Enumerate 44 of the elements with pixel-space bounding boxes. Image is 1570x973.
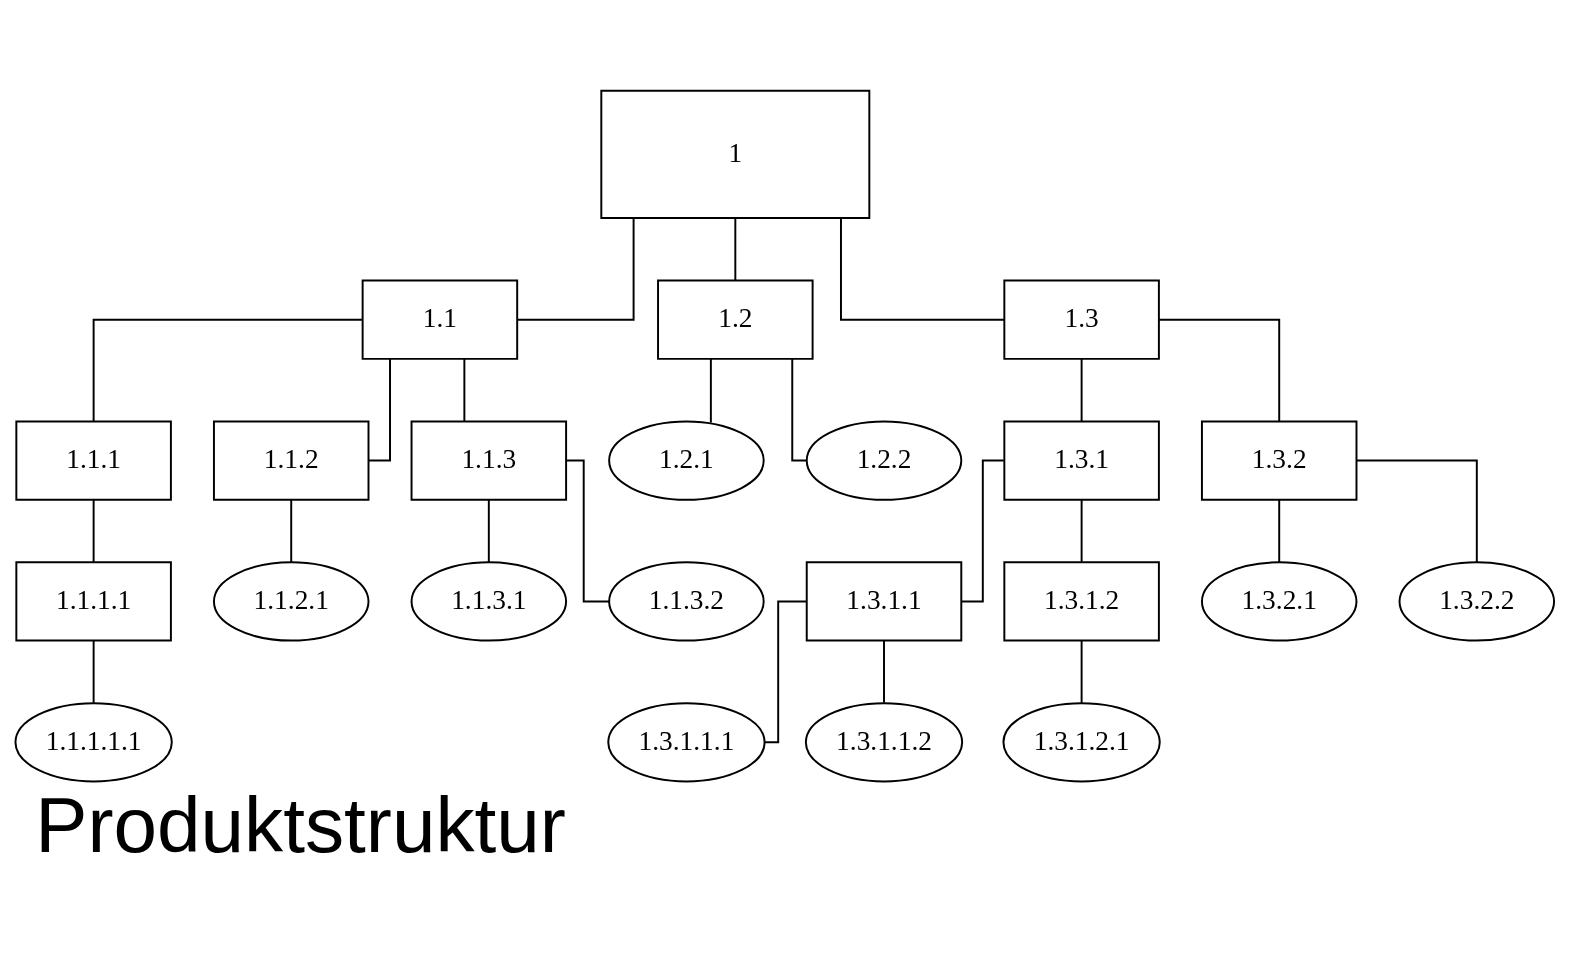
node-box: 1.3.2 xyxy=(1200,419,1358,501)
connector xyxy=(92,318,364,422)
connector xyxy=(516,217,635,321)
connector xyxy=(791,357,808,462)
connector xyxy=(1080,357,1083,422)
connector xyxy=(763,599,808,743)
connector xyxy=(1158,318,1281,422)
connector xyxy=(1278,498,1281,563)
connector xyxy=(734,217,737,281)
connector xyxy=(1355,459,1478,563)
connector xyxy=(92,639,95,704)
node-ellipse: 1.3.1.1.2 xyxy=(804,701,964,782)
node-ellipse: 1.1.1.1.1 xyxy=(14,701,173,782)
node-box: 1.1 xyxy=(361,279,519,360)
node-box: 1.2 xyxy=(657,279,814,360)
connector xyxy=(463,357,466,422)
connector xyxy=(92,498,95,563)
node-box: 1.1.1 xyxy=(15,419,172,501)
node-box: 1.3.1 xyxy=(1003,419,1160,501)
node-box: 1 xyxy=(600,89,871,219)
node-box: 1.1.2 xyxy=(212,419,370,501)
connector xyxy=(1080,639,1083,704)
node-box: 1.1.3 xyxy=(410,419,568,501)
node-box: 1.3.1.1 xyxy=(805,560,963,642)
node-box: 1.3 xyxy=(1003,279,1160,360)
caption: Produktstruktur xyxy=(35,780,566,869)
connector xyxy=(840,217,1006,321)
connector xyxy=(883,639,885,704)
connector xyxy=(290,498,293,563)
node-ellipse: 1.3.2.1 xyxy=(1200,560,1358,642)
node-ellipse: 1.3.2.2 xyxy=(1398,560,1556,642)
connector xyxy=(1080,498,1083,563)
node-ellipse: 1.1.3.2 xyxy=(608,560,765,642)
connector xyxy=(487,498,490,563)
connector xyxy=(565,459,611,602)
node-ellipse: 1.1.3.1 xyxy=(410,560,568,642)
node-ellipse: 1.2.2 xyxy=(805,419,963,501)
node-box: 1.3.1.2 xyxy=(1003,560,1160,642)
connector xyxy=(709,357,712,424)
node-ellipse: 1.1.2.1 xyxy=(212,560,370,642)
node-ellipse: 1.3.1.1.1 xyxy=(607,701,766,782)
node-box: 1.1.1.1 xyxy=(15,560,172,642)
node-ellipse: 1.2.1 xyxy=(608,419,765,501)
node-ellipse: 1.3.1.2.1 xyxy=(1002,701,1161,782)
